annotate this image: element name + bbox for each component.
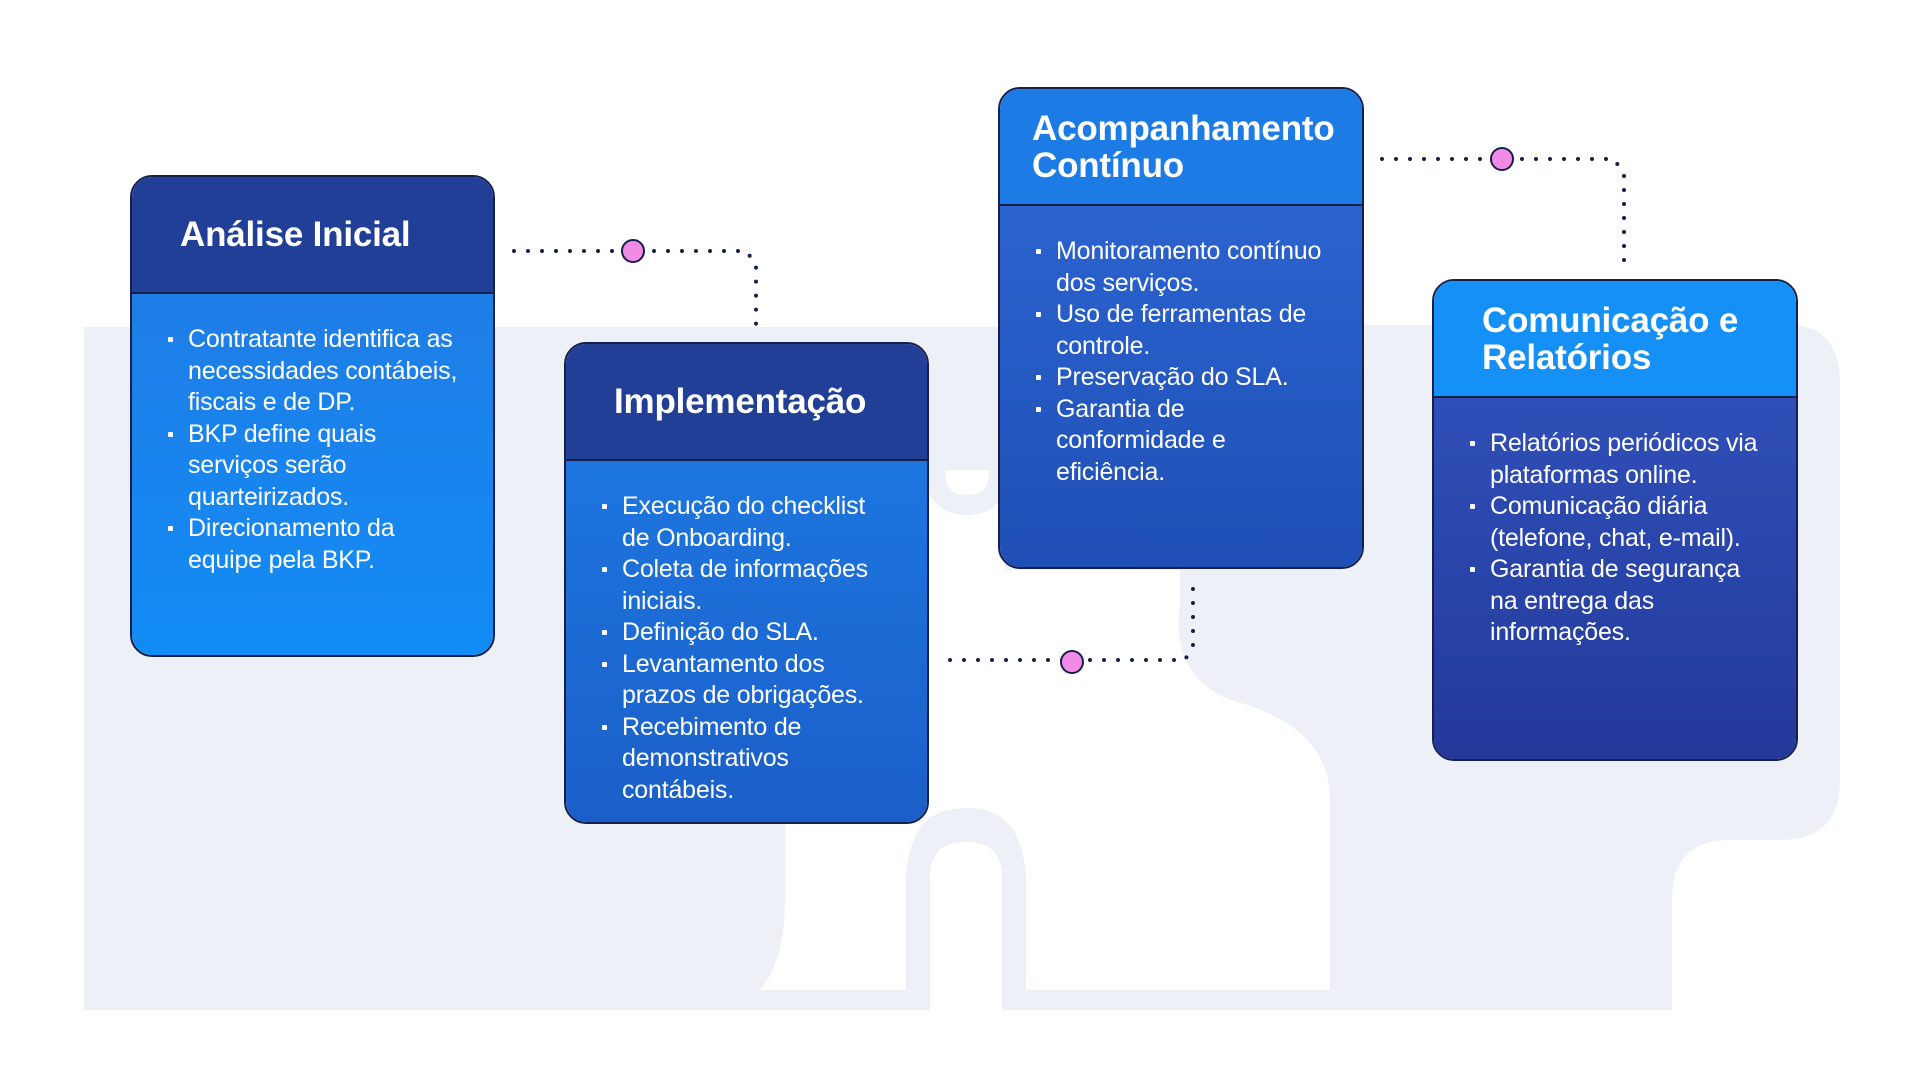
step-card-analise-inicial: Análise Inicial Contratante identifica a…: [130, 175, 495, 657]
connector-1-2: [512, 249, 758, 330]
step-title: Análise Inicial: [132, 177, 493, 294]
step-item: Comunicação diária (telefone, chat, e-ma…: [1470, 491, 1766, 554]
step-title: Acompanhamento Contínuo: [1000, 89, 1362, 206]
connector-dot-2: [1060, 650, 1084, 674]
step-items: Relatórios periódicos via plataformas on…: [1470, 428, 1766, 649]
step-items: Monitoramento contínuo dos serviços. Uso…: [1036, 236, 1332, 488]
step-card-acompanhamento-continuo: Acompanhamento Contínuo Monitoramento co…: [998, 87, 1364, 569]
step-item: Coleta de informações iniciais.: [602, 554, 897, 617]
step-item: Definição do SLA.: [602, 617, 897, 649]
step-item: Relatórios periódicos via plataformas on…: [1470, 428, 1766, 491]
step-body: Execução do checklist de Onboarding. Col…: [566, 461, 927, 822]
step-item: BKP define quais serviços serão quarteir…: [168, 419, 463, 514]
step-item: Contratante identifica as necessidades c…: [168, 324, 463, 419]
connector-2-3: [948, 578, 1195, 662]
step-item: Recebimento de demonstrativos contábeis.: [602, 712, 897, 807]
step-body: Monitoramento contínuo dos serviços. Uso…: [1000, 206, 1362, 567]
step-item: Direcionamento da equipe pela BKP.: [168, 513, 463, 576]
step-items: Contratante identifica as necessidades c…: [168, 324, 463, 576]
step-item: Uso de ferramentas de controle.: [1036, 299, 1332, 362]
connector-3-4: [1380, 157, 1626, 270]
connector-dot-3: [1490, 147, 1514, 171]
step-title: Implementação: [566, 344, 927, 461]
step-item: Levantamento dos prazos de obrigações.: [602, 649, 897, 712]
step-card-implementacao: Implementação Execução do checklist de O…: [564, 342, 929, 824]
step-item: Execução do checklist de Onboarding.: [602, 491, 897, 554]
step-item: Monitoramento contínuo dos serviços.: [1036, 236, 1332, 299]
step-title: Comunicação e Relatórios: [1434, 281, 1796, 398]
step-item: Garantia de segurança na entrega das inf…: [1470, 554, 1766, 649]
step-items: Execução do checklist de Onboarding. Col…: [602, 491, 897, 806]
step-item: Preservação do SLA.: [1036, 362, 1332, 394]
connector-dot-1: [621, 239, 645, 263]
step-item: Garantia de conformidade e eficiência.: [1036, 394, 1332, 489]
step-body: Relatórios periódicos via plataformas on…: [1434, 398, 1796, 759]
step-body: Contratante identifica as necessidades c…: [132, 294, 493, 655]
step-card-comunicacao-relatorios: Comunicação e Relatórios Relatórios peri…: [1432, 279, 1798, 761]
